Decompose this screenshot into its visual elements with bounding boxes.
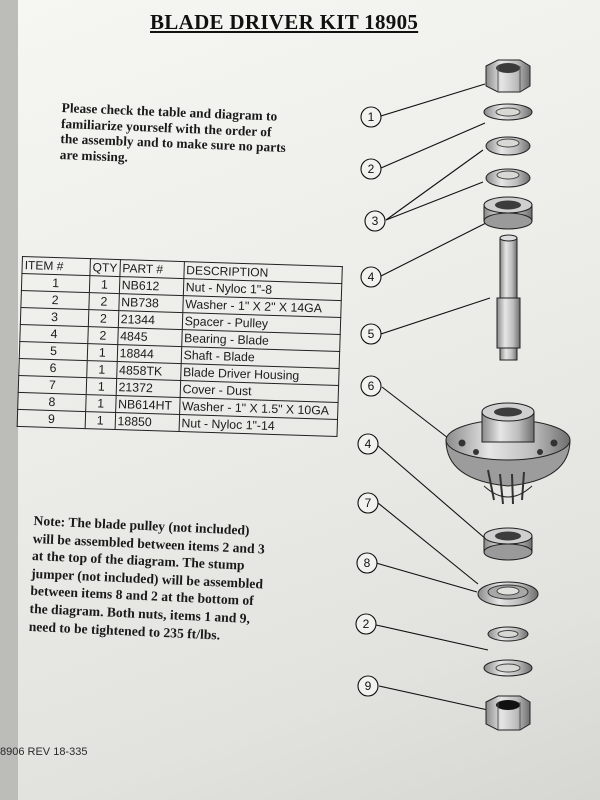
cell-item: 9 — [17, 409, 86, 429]
callout-label: 2 — [363, 617, 370, 631]
cell-qty: 2 — [88, 292, 120, 311]
cell-part: 4858TK — [116, 361, 181, 381]
cell-description: Nut - Nyloc 1"-14 — [178, 414, 338, 437]
cell-part: 18844 — [116, 344, 182, 364]
washer-icon — [483, 659, 533, 677]
callout-6: 6 — [360, 375, 382, 397]
cell-item: 1 — [21, 273, 90, 293]
parts-table: ITEM # QTY PART # DESCRIPTION 1 1 NB612 … — [17, 256, 343, 437]
callout-label: 6 — [368, 379, 375, 393]
cell-qty: 1 — [85, 394, 116, 413]
dust-cover-icon — [477, 581, 539, 607]
callout-5: 5 — [360, 323, 382, 345]
cell-part: NB738 — [118, 293, 184, 313]
bearing-icon — [483, 527, 533, 561]
hex-nut-icon — [485, 59, 531, 93]
bearing-icon — [483, 196, 533, 230]
header-item: ITEM # — [21, 256, 91, 276]
exploded-diagram: 1 2 3 4 5 6 4 7 — [355, 59, 571, 731]
cell-qty: 1 — [86, 377, 117, 396]
cell-qty: 1 — [86, 360, 117, 379]
cell-item: 2 — [20, 290, 90, 310]
leader-line — [376, 444, 488, 541]
cell-item: 3 — [20, 307, 89, 327]
callout-label: 3 — [372, 214, 379, 228]
cell-item: 6 — [18, 358, 88, 378]
document-title: BLADE DRIVER KIT 18905 — [150, 10, 419, 34]
header-qty: QTY — [89, 258, 121, 277]
leader-line — [375, 562, 478, 593]
leader-line — [380, 83, 486, 117]
callout-9: 9 — [357, 675, 379, 697]
hex-nut-icon — [485, 695, 531, 731]
cell-part: 21372 — [115, 378, 181, 398]
cell-item: 4 — [19, 324, 89, 344]
washer-icon — [487, 626, 529, 642]
revision-footer: 8906 REV 18-335 — [0, 746, 88, 758]
leader-line — [380, 221, 489, 277]
assembly-note: Note: The blade pulley (not included) wi… — [28, 512, 295, 647]
callout-8: 8 — [356, 552, 378, 574]
cell-qty: 1 — [89, 275, 120, 294]
callout-label: 7 — [365, 496, 372, 510]
leader-line — [378, 685, 489, 711]
leader-line — [377, 502, 479, 585]
leader-line — [385, 181, 484, 221]
callout-4b: 4 — [357, 433, 379, 455]
callout-label: 2 — [368, 162, 375, 176]
cell-part: 21344 — [117, 310, 183, 330]
background-surface — [0, 0, 18, 800]
intro-paragraph: Please check the table and diagram to fa… — [60, 100, 327, 173]
spacer-icon — [485, 136, 531, 156]
leader-line — [375, 624, 489, 651]
callout-2: 2 — [360, 158, 382, 180]
leader-line — [381, 386, 449, 439]
cell-item: 7 — [18, 375, 87, 395]
cell-item: 8 — [17, 392, 87, 412]
callout-4: 4 — [360, 266, 382, 288]
cell-item: 5 — [19, 341, 88, 361]
cell-part: 4845 — [117, 327, 182, 347]
callout-2b: 2 — [355, 613, 377, 635]
leader-line — [385, 149, 484, 221]
cell-part: NB612 — [119, 276, 184, 296]
cell-part: NB614HT — [115, 395, 180, 415]
callout-label: 4 — [365, 437, 372, 451]
spacer-icon — [485, 168, 531, 188]
leader-lines — [375, 83, 491, 711]
callout-label: 9 — [365, 679, 372, 693]
callout-label: 4 — [368, 270, 375, 284]
cell-part: 18850 — [114, 412, 180, 432]
header-part: PART # — [119, 259, 185, 279]
cell-qty: 1 — [87, 343, 118, 362]
shaft-icon — [496, 234, 521, 361]
callout-label: 8 — [364, 556, 371, 570]
washer-icon — [483, 103, 533, 121]
callout-3: 3 — [364, 210, 386, 232]
callout-label: 1 — [368, 110, 375, 124]
cell-qty: 2 — [88, 309, 119, 328]
callout-7: 7 — [357, 492, 379, 514]
callout-1: 1 — [360, 106, 382, 128]
leader-line — [380, 122, 486, 169]
housing-icon — [445, 402, 571, 505]
cell-qty: 1 — [85, 411, 116, 430]
cell-qty: 2 — [87, 326, 118, 345]
callout-label: 5 — [368, 327, 375, 341]
leader-line — [380, 297, 491, 335]
